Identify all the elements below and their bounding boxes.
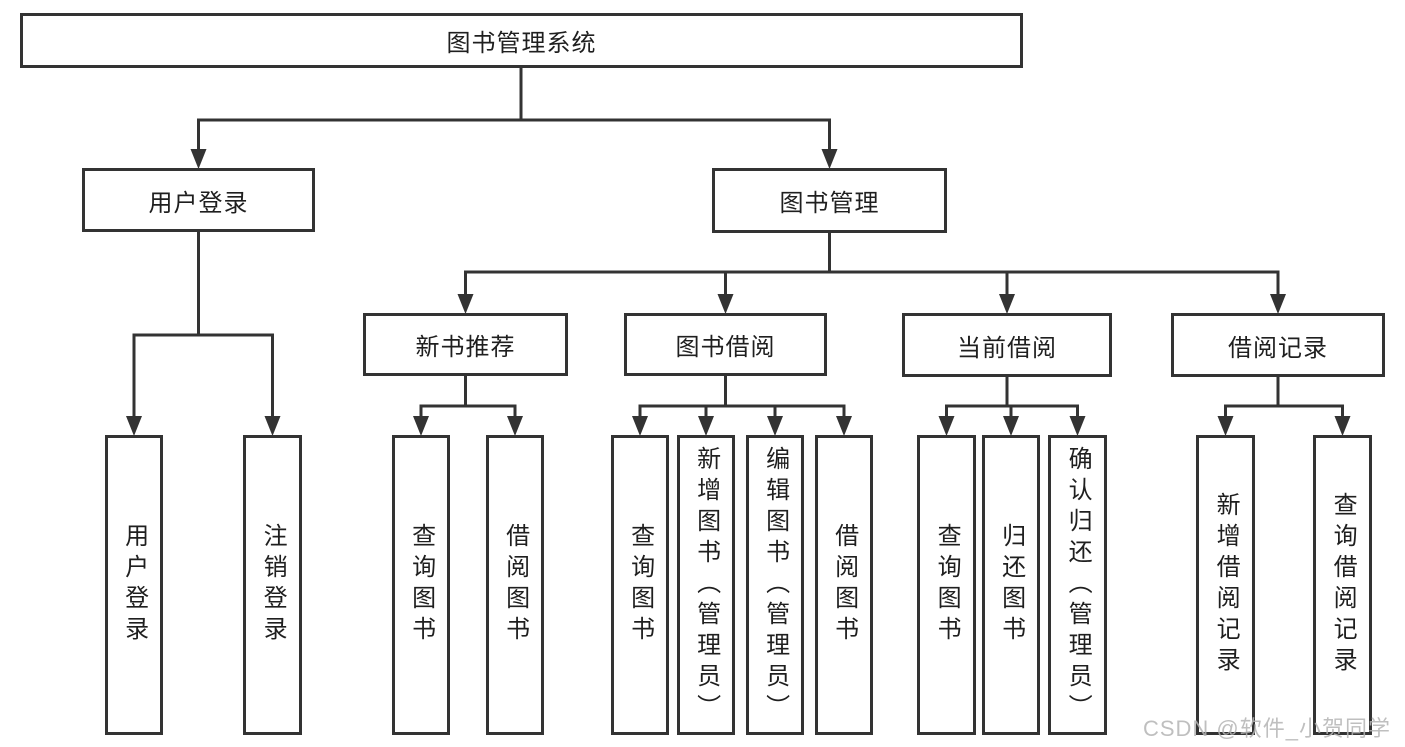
- connector-borrow-records: [1224, 375, 1344, 417]
- leaf-edit-book-admin: 编辑图书（管理员）: [746, 435, 804, 735]
- leaf-return-book: 归还图书: [982, 435, 1040, 735]
- arrow-down-icon: [1334, 416, 1351, 436]
- arrow-down-icon: [264, 416, 281, 436]
- arrow-down-icon: [938, 416, 955, 436]
- node-borrow-records: 借阅记录: [1171, 313, 1385, 377]
- node-label: 用户登录: [148, 189, 249, 217]
- arrow-down-icon: [821, 149, 838, 169]
- connector-root-to-level2: [197, 67, 831, 151]
- node-label: 当前借阅: [957, 334, 1057, 362]
- node-label: 注销登录: [259, 523, 287, 647]
- leaf-logout: 注销登录: [243, 435, 302, 735]
- connector-book-borrow: [638, 374, 846, 417]
- node-label: 归还图书: [997, 523, 1025, 647]
- node-current-borrow: 当前借阅: [902, 313, 1112, 377]
- node-label: 查询图书: [626, 523, 654, 647]
- node-label: 查询图书: [933, 523, 961, 647]
- node-book-borrow: 图书借阅: [624, 313, 827, 376]
- node-label: 查询图书: [407, 523, 435, 647]
- arrow-down-icon: [632, 416, 648, 436]
- node-label: 借阅图书: [501, 523, 529, 647]
- arrow-down-icon: [507, 416, 523, 436]
- arrow-down-icon: [1217, 416, 1234, 436]
- arrow-down-icon: [999, 294, 1015, 314]
- connector-new-book-recommend: [419, 374, 517, 417]
- connector-book-management: [464, 231, 1280, 295]
- leaf-add-borrow-record: 新增借阅记录: [1196, 435, 1255, 735]
- node-label: 图书借阅: [675, 334, 776, 361]
- node-label: 编辑图书（管理员）: [761, 445, 789, 725]
- node-label: 新增图书（管理员）: [692, 445, 720, 725]
- node-label: 借阅记录: [1228, 334, 1328, 362]
- leaf-query-books-borrow: 查询图书: [611, 435, 669, 735]
- watermark: CSDN @软件_小贺同学: [1142, 716, 1391, 741]
- node-book-management: 图书管理: [712, 168, 947, 233]
- leaf-user-login: 用户登录: [105, 435, 163, 735]
- node-label: 图书管理系统: [446, 30, 597, 57]
- connector-current-borrow: [945, 375, 1079, 417]
- arrow-down-icon: [1003, 416, 1019, 436]
- node-label: 新增借阅记录: [1212, 492, 1240, 678]
- node-label: 借阅图书: [830, 523, 858, 647]
- node-library-system: 图书管理系统: [20, 13, 1023, 68]
- node-new-book-recommend: 新书推荐: [363, 313, 568, 376]
- arrow-down-icon: [717, 294, 734, 314]
- node-user-login: 用户登录: [82, 168, 315, 232]
- leaf-borrow-books: 借阅图书: [815, 435, 873, 735]
- arrow-down-icon: [1270, 294, 1286, 314]
- node-label: 确认归还（管理员）: [1064, 445, 1092, 725]
- arrow-down-icon: [413, 416, 429, 436]
- leaf-confirm-return-admin: 确认归还（管理员）: [1048, 435, 1107, 735]
- connector-user-login: [132, 230, 274, 417]
- arrow-down-icon: [698, 416, 714, 436]
- node-label: 查询借阅记录: [1329, 492, 1357, 678]
- arrow-down-icon: [190, 149, 207, 169]
- node-label: 图书管理: [779, 190, 880, 217]
- arrow-down-icon: [126, 416, 142, 436]
- arrow-down-icon: [767, 416, 783, 436]
- arrow-down-icon: [1069, 416, 1086, 436]
- node-label: 新书推荐: [415, 334, 516, 361]
- node-label: 用户登录: [120, 523, 148, 647]
- leaf-add-book-admin: 新增图书（管理员）: [677, 435, 735, 735]
- arrow-down-icon: [836, 416, 852, 436]
- arrow-down-icon: [457, 294, 474, 314]
- leaf-query-borrow-record: 查询借阅记录: [1313, 435, 1372, 735]
- leaf-borrow-books-recommend: 借阅图书: [486, 435, 544, 735]
- leaf-query-books-recommend: 查询图书: [392, 435, 450, 735]
- leaf-query-books-current: 查询图书: [917, 435, 976, 735]
